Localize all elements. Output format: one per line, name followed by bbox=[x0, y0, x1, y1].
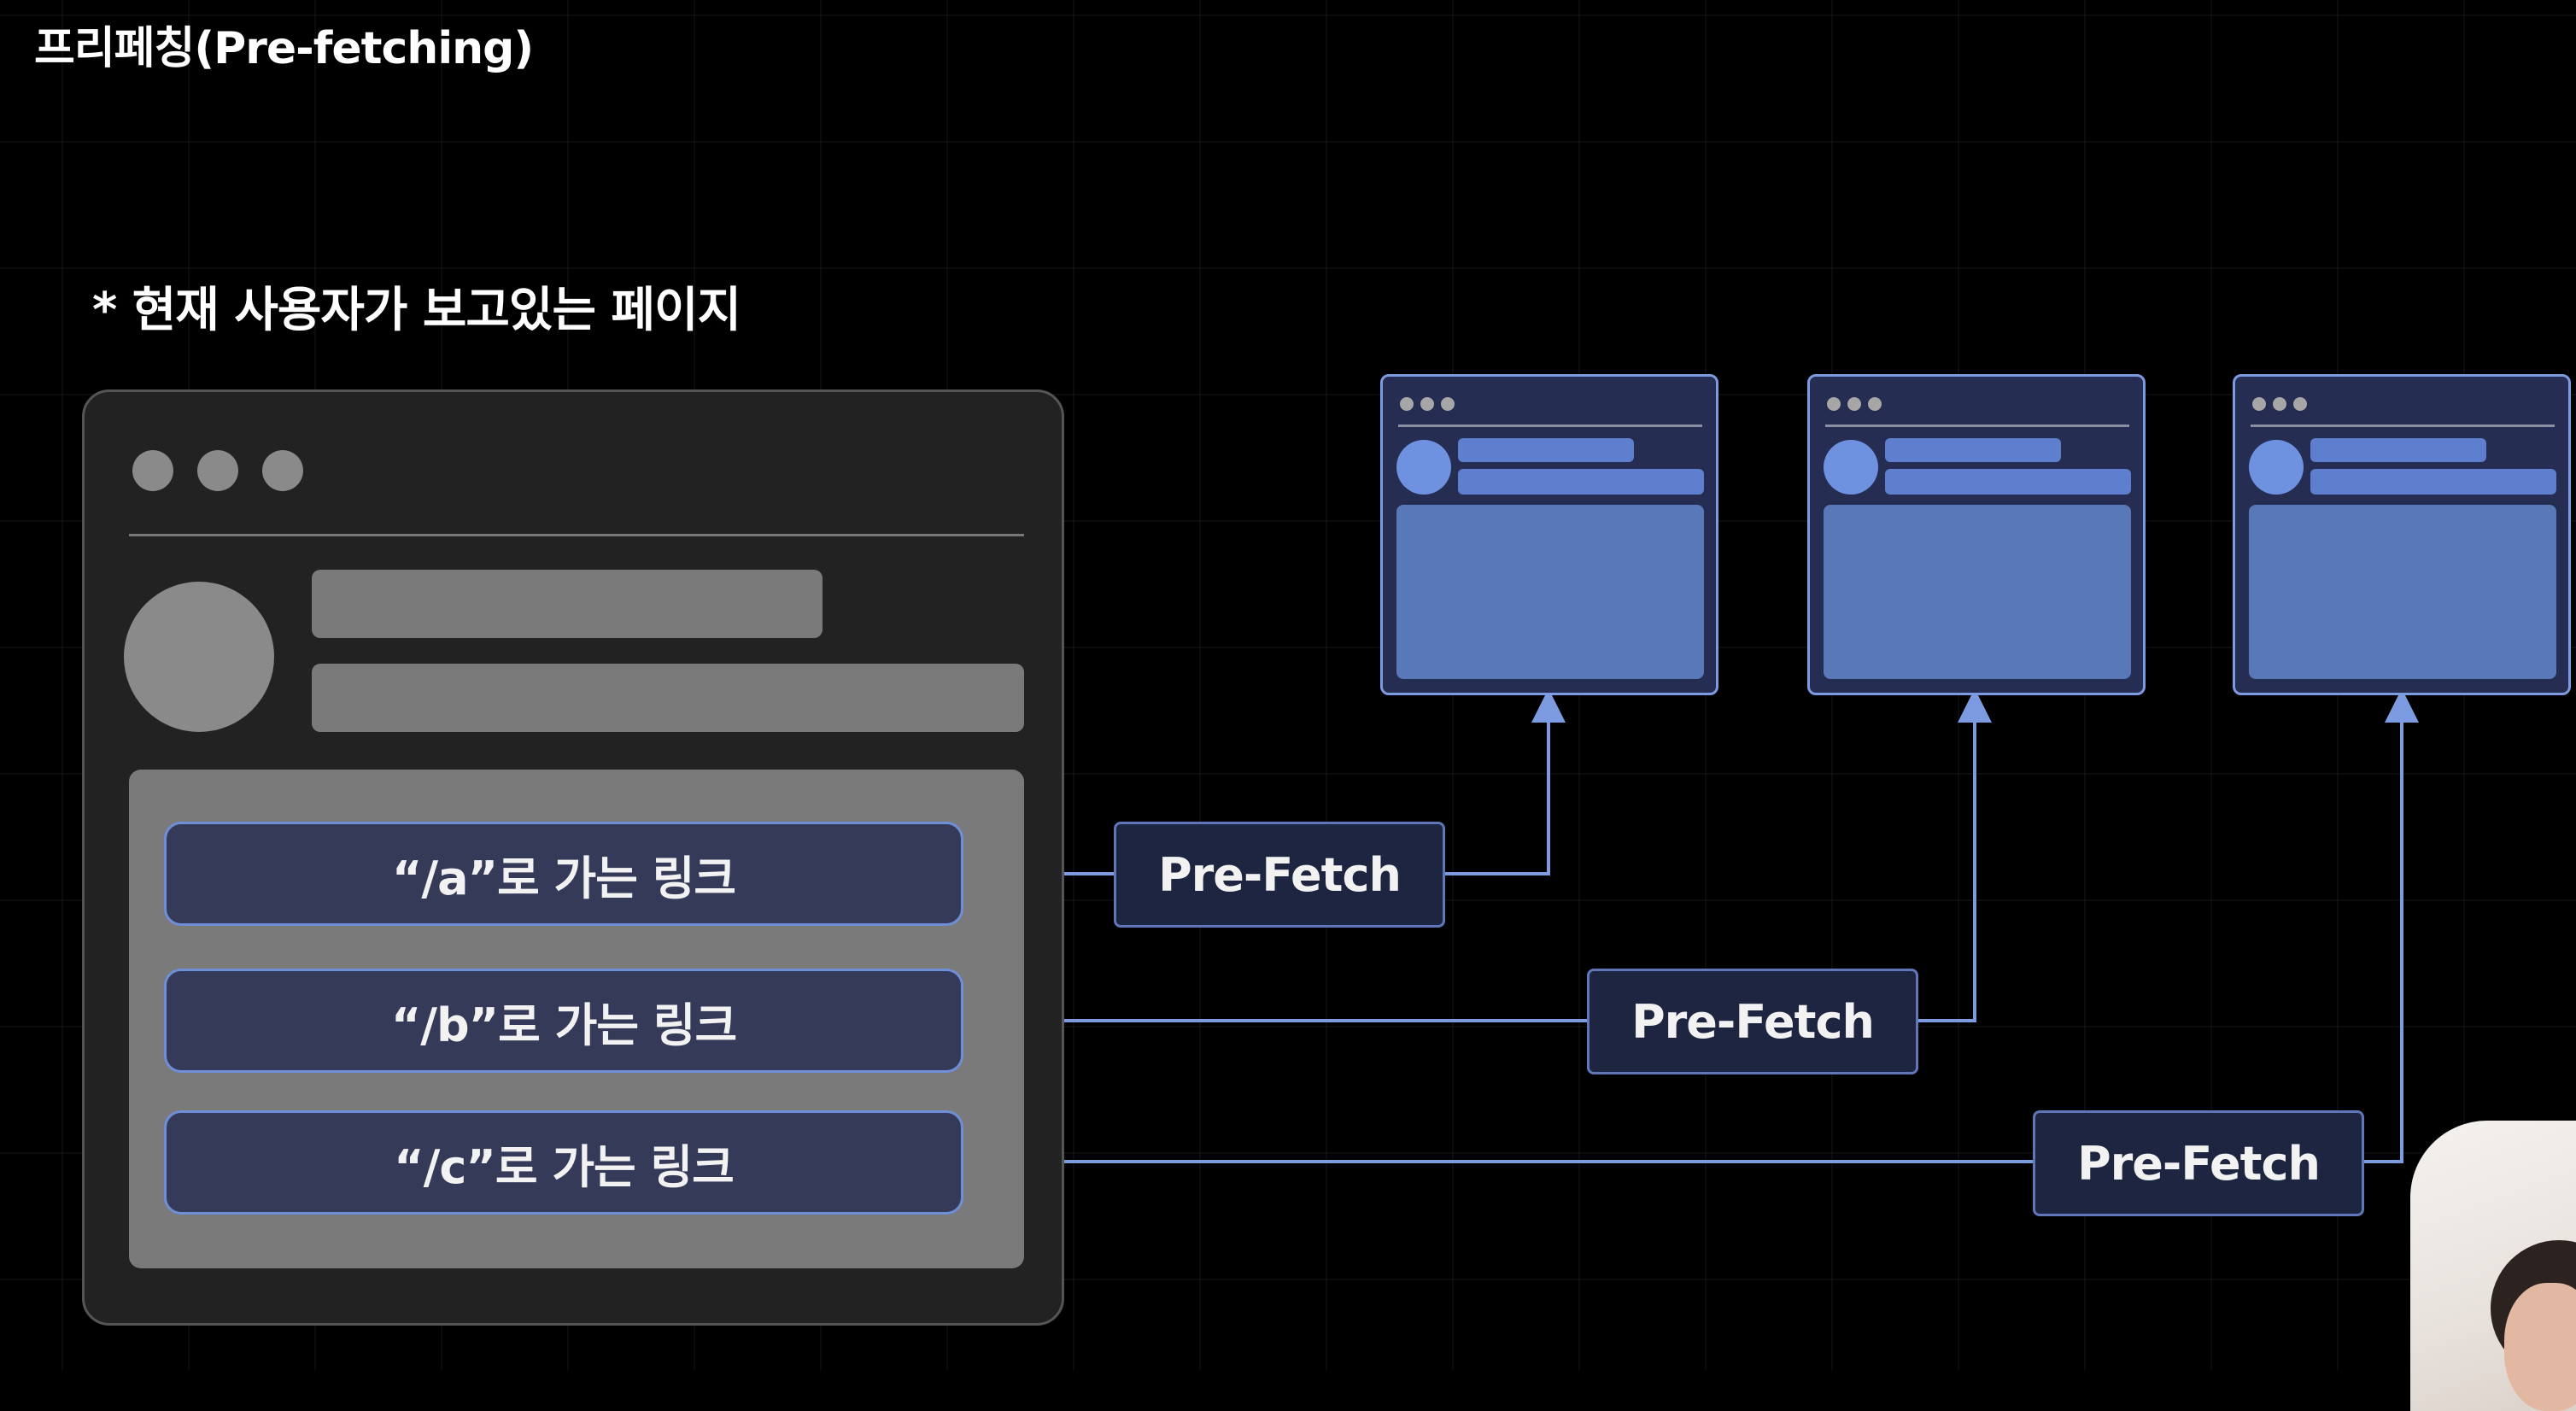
window-dot bbox=[2273, 397, 2286, 411]
title-skeleton bbox=[2310, 438, 2486, 462]
subtitle-skeleton bbox=[312, 664, 1024, 732]
window-dot bbox=[262, 450, 303, 491]
avatar-placeholder bbox=[1396, 440, 1451, 495]
window-dot bbox=[1847, 397, 1861, 411]
connector-lines bbox=[963, 0, 2576, 1163]
window-divider bbox=[129, 534, 1024, 536]
window-divider bbox=[2251, 424, 2555, 427]
current-page-caption: * 현재 사용자가 보고있는 페이지 bbox=[92, 283, 741, 338]
content-skeleton bbox=[2249, 505, 2556, 679]
subtitle-skeleton bbox=[2310, 469, 2556, 495]
window-divider bbox=[1825, 424, 2129, 427]
presenter-face bbox=[2504, 1283, 2576, 1411]
link-a-button[interactable]: “/a”로 가는 링크 bbox=[164, 822, 963, 926]
window-dot bbox=[1420, 397, 1434, 411]
avatar-placeholder bbox=[2249, 440, 2304, 495]
window-dot bbox=[2252, 397, 2266, 411]
content-skeleton bbox=[1824, 505, 2131, 679]
window-divider bbox=[1398, 424, 1702, 427]
window-dot bbox=[197, 450, 238, 491]
window-dot bbox=[132, 450, 173, 491]
presenter-webcam bbox=[2410, 1121, 2576, 1411]
link-c-button[interactable]: “/c”로 가는 링크 bbox=[164, 1110, 963, 1215]
title-skeleton bbox=[312, 570, 823, 638]
avatar-placeholder bbox=[1824, 440, 1878, 495]
window-dot bbox=[1868, 397, 1882, 411]
connector-c bbox=[963, 706, 2402, 1163]
prefetched-page-b bbox=[1807, 374, 2146, 695]
prefetched-page-a bbox=[1380, 374, 1718, 695]
link-b-button[interactable]: “/b”로 가는 링크 bbox=[164, 969, 963, 1073]
slide-title: 프리페칭(Pre-fetching) bbox=[34, 23, 534, 74]
content-skeleton bbox=[1396, 505, 1704, 679]
prefetch-box-a: Pre-Fetch bbox=[1114, 822, 1445, 928]
prefetch-box-b: Pre-Fetch bbox=[1587, 969, 1918, 1074]
connector-b bbox=[963, 706, 1975, 1022]
title-skeleton bbox=[1458, 438, 1634, 462]
subtitle-skeleton bbox=[1885, 469, 2131, 495]
window-dot bbox=[1400, 397, 1414, 411]
prefetched-page-c bbox=[2233, 374, 2571, 695]
subtitle-skeleton bbox=[1458, 469, 1704, 495]
window-dot bbox=[2293, 397, 2307, 411]
window-dot bbox=[1441, 397, 1455, 411]
title-skeleton bbox=[1885, 438, 2061, 462]
window-dot bbox=[1827, 397, 1841, 411]
prefetch-box-c: Pre-Fetch bbox=[2033, 1110, 2364, 1216]
avatar-placeholder bbox=[124, 582, 274, 732]
